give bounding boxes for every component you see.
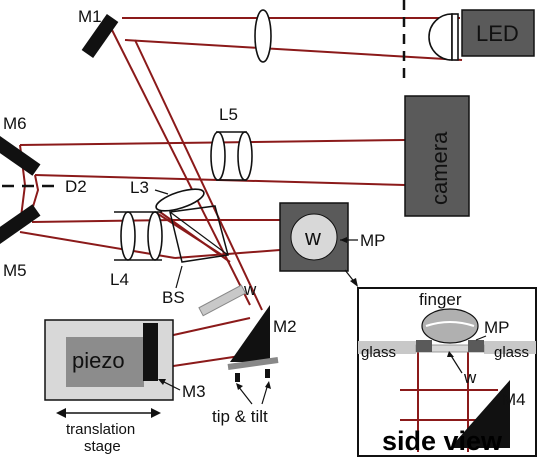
- lens-l3: [155, 188, 205, 212]
- label-d2: D2: [65, 177, 87, 196]
- label-translation-line2: stage: [84, 438, 121, 455]
- label-m5: M5: [3, 261, 27, 280]
- label-side-view: side view: [382, 426, 503, 456]
- label-glass-left: glass: [361, 344, 396, 361]
- translation-arrow-right: [151, 408, 161, 418]
- label-led: LED: [476, 21, 519, 46]
- led-box: [461, 9, 535, 57]
- side-glass-right: [484, 341, 536, 354]
- label-camera: camera: [427, 131, 452, 205]
- leader-bs: [175, 265, 183, 289]
- side-mirror-m4: [450, 380, 510, 448]
- lens-l5-b: [237, 131, 253, 181]
- arrow-mp-main: [340, 237, 347, 243]
- lens-l4-a: [120, 211, 136, 261]
- side-finger: [421, 308, 479, 344]
- label-m1: M1: [78, 7, 102, 26]
- side-glass-left: [358, 341, 416, 354]
- beam-m2-m3-a: [159, 317, 251, 339]
- label-m4: M4: [502, 390, 526, 409]
- arrow-m3: [158, 379, 166, 385]
- leader-mp-side: [475, 335, 487, 341]
- label-l3: L3: [130, 178, 149, 197]
- side-mp-right: [468, 340, 484, 352]
- label-bs: BS: [162, 288, 185, 307]
- side-mp-left: [416, 340, 432, 352]
- arrow-tip-right: [265, 381, 271, 389]
- lens-led: [254, 9, 272, 63]
- window-plate: [198, 284, 247, 317]
- piezo-block: [66, 337, 144, 387]
- label-w-disk: w: [304, 225, 321, 250]
- translation-arrow-left: [56, 408, 66, 418]
- lens-l4-b: [147, 211, 163, 261]
- label-mp-main: MP: [360, 231, 386, 250]
- led-collimator-base: [451, 13, 459, 61]
- lens-l5-a: [210, 131, 226, 181]
- beamsplitter-diagonal: [169, 211, 229, 256]
- label-m3: M3: [182, 382, 206, 401]
- mirror-m3: [143, 323, 158, 381]
- beam-m6-m5-b: [31, 174, 40, 211]
- label-w-side: w: [463, 368, 477, 387]
- label-m2: M2: [273, 317, 297, 336]
- label-translation-line1: translation: [66, 421, 135, 438]
- mirror-m6: [0, 135, 41, 176]
- label-glass-right: glass: [494, 344, 529, 361]
- label-l4: L4: [110, 270, 129, 289]
- beam-m1-m2-b: [134, 39, 263, 311]
- label-m6: M6: [3, 114, 27, 133]
- beam-m5-bs-b: [19, 231, 176, 259]
- label-l5: L5: [219, 105, 238, 124]
- side-view-inset: finger glass glass MP w M4 side view: [357, 287, 537, 457]
- mirror-m5: [0, 204, 41, 245]
- label-mp-side: MP: [484, 318, 510, 337]
- m2-actuator-left: [235, 373, 240, 382]
- camera-box: [404, 95, 470, 217]
- label-tip-tilt: tip & tilt: [212, 407, 268, 426]
- arrow-w-side: [447, 351, 454, 357]
- beam-led-bottom: [124, 39, 463, 61]
- label-piezo: piezo: [72, 348, 125, 373]
- leader-w-side: [449, 353, 463, 374]
- led-collimator: [428, 13, 453, 61]
- arrow-to-side-view: [350, 278, 358, 287]
- mirror-m2-base: [227, 357, 279, 370]
- window-disk: [290, 213, 338, 261]
- leader-tip-left: [237, 385, 253, 405]
- label-w-main: w: [243, 280, 257, 299]
- mirror-m1: [81, 13, 119, 59]
- mirror-m2: [230, 305, 270, 362]
- arrow-tip-left: [236, 383, 243, 390]
- beam-m1-m2-a: [111, 29, 251, 306]
- side-finger-highlight: [425, 321, 475, 327]
- m2-actuator-right: [265, 369, 270, 378]
- label-finger: finger: [419, 290, 462, 309]
- leader-l3: [154, 189, 169, 195]
